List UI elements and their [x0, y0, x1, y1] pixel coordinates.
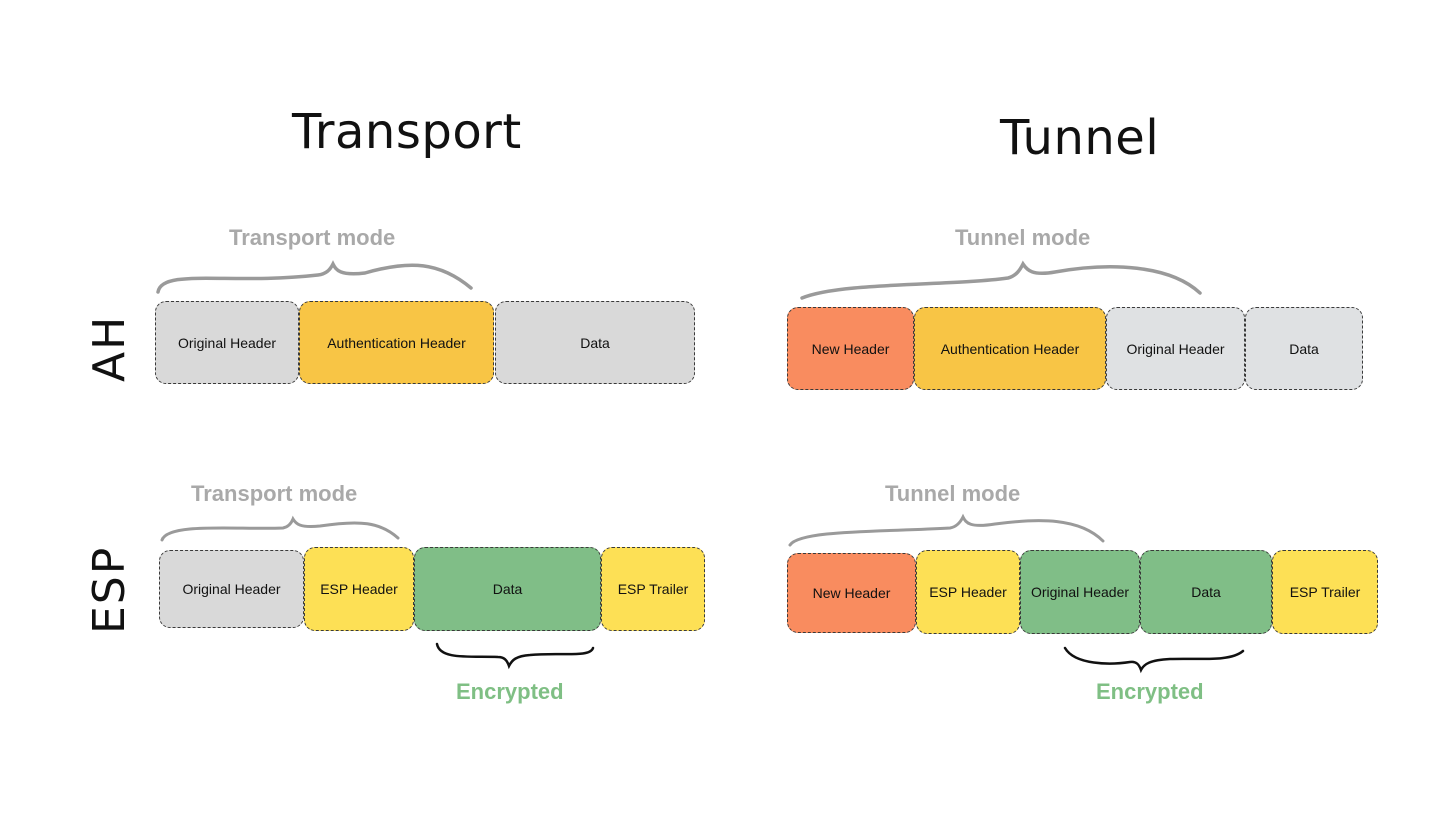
esp-transport-encrypted-brace — [435, 642, 595, 670]
ah-tunnel-new-header: New Header — [787, 307, 914, 390]
esp-transport-esp-header: ESP Header — [304, 547, 414, 631]
esp-tunnel-brace — [788, 513, 1105, 547]
ah-transport-authentication-header: Authentication Header — [299, 301, 494, 384]
esp-transport-encrypted-label: Encrypted — [456, 679, 564, 704]
ah-tunnel-authentication-header: Authentication Header — [914, 307, 1106, 390]
ah-tunnel-data: Data — [1245, 307, 1363, 390]
esp-transport-mode-label: Transport mode — [191, 481, 358, 506]
esp-transport-esp-trailer: ESP Trailer — [601, 547, 705, 631]
esp-tunnel-original-header: Original Header — [1020, 550, 1140, 634]
esp-tunnel-encrypted-label: Encrypted — [1096, 679, 1204, 704]
ah-transport-data: Data — [495, 301, 695, 384]
esp-tunnel-esp-trailer: ESP Trailer — [1272, 550, 1378, 634]
esp-tunnel-data: Data — [1140, 550, 1272, 634]
esp-tunnel-new-header: New Header — [787, 553, 916, 633]
transport-column-title: Transport — [292, 104, 522, 160]
ah-tunnel-original-header: Original Header — [1106, 307, 1245, 390]
ah-tunnel-mode-label: Tunnel mode — [955, 225, 1091, 250]
esp-transport-original-header: Original Header — [159, 550, 304, 628]
ah-transport-original-header: Original Header — [155, 301, 299, 384]
ah-transport-brace — [156, 260, 473, 294]
esp-tunnel-encrypted-brace — [1063, 646, 1245, 674]
esp-tunnel-esp-header: ESP Header — [916, 550, 1020, 634]
ah-tunnel-brace — [800, 260, 1202, 300]
tunnel-column-title: Tunnel — [1000, 110, 1160, 166]
esp-tunnel-mode-label: Tunnel mode — [885, 481, 1021, 506]
esp-transport-brace — [160, 515, 400, 542]
esp-transport-data: Data — [414, 547, 601, 631]
ah-transport-mode-label: Transport mode — [229, 225, 396, 250]
